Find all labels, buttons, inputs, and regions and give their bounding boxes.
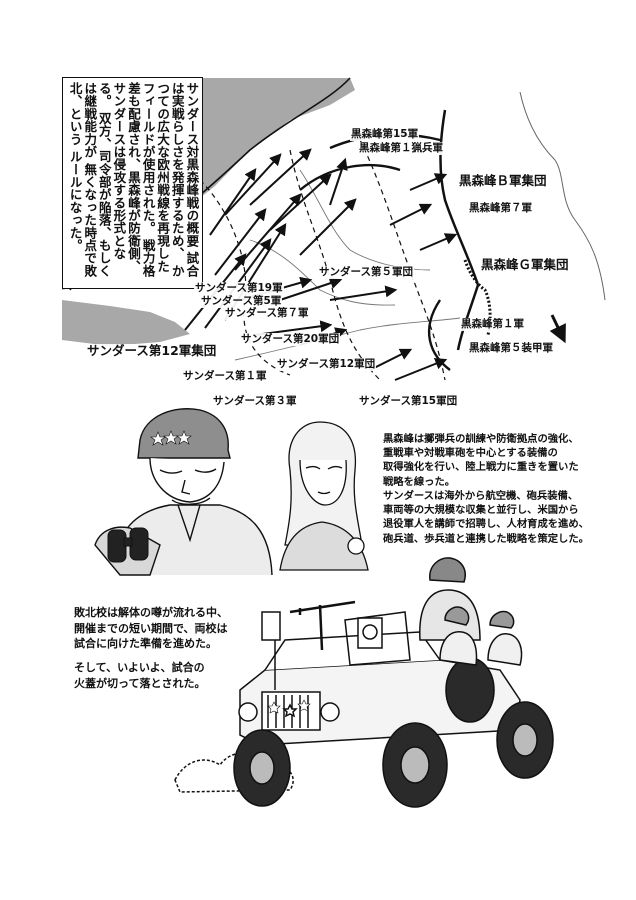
label-sand-3: サンダース第３軍 — [212, 395, 298, 408]
label-sand-20: サンダース第20軍団 — [240, 333, 341, 346]
label-sand-1: サンダース第１軍 — [182, 370, 268, 383]
label-sand-12-army-group: サンダース第12軍集団 — [86, 343, 218, 358]
label-sand-15: サンダース第15軍団 — [358, 395, 459, 408]
label-sand-19: サンダース第19軍 — [194, 282, 284, 295]
label-kuro-1: 黒森峰第１軍 — [460, 318, 525, 331]
overview-caption-text: サンダース対黒森峰戦の概要 試合は実戦らしさを発揮するため、 かつての広大な欧州… — [67, 82, 200, 278]
kuromorimine-strategy-text: 黒森峰は擲弾兵の訓練や防衛拠点の強化、 重戦車や対戦車砲を中心とする装備の 取得… — [383, 433, 579, 488]
label-sand-12-corps: サンダース第12軍団 — [276, 358, 377, 371]
saunders-strategy-text: サンダースは海外から航空機、砲兵装備、 車両等の大規模な収集と並行し、米国から … — [383, 490, 589, 545]
closing-caption-2: そして、いよいよ、試合の 火蓋が切って落とされた。 — [74, 661, 206, 690]
overview-caption-box — [62, 77, 203, 289]
label-kuro-7: 黒森峰第７軍 — [468, 202, 533, 215]
label-kuro-b-group: 黒森峰Ｂ軍集団 — [458, 173, 548, 188]
label-sand-7: サンダース第７軍 — [224, 307, 310, 320]
label-kuro-5-armor: 黒森峰第５装甲軍 — [468, 342, 554, 355]
label-kuro-1-ranger: 黒森峰第１猟兵軍 — [358, 142, 444, 155]
label-kuro-15: 黒森峰第15軍 — [350, 128, 420, 141]
river — [519, 91, 606, 301]
closing-caption-1: 敗北校は解体の噂が流れる中、 開催までの短い期間で、両校は 試合に向けた準備を進… — [74, 606, 228, 650]
label-sand-5-corps: サンダース第5軍 — [200, 295, 283, 308]
channel-sea — [62, 300, 190, 346]
label-sand-5-army-group: サンダース第５軍団 — [318, 266, 414, 279]
label-kuro-g-group: 黒森峰Ｇ軍集団 — [480, 257, 570, 272]
